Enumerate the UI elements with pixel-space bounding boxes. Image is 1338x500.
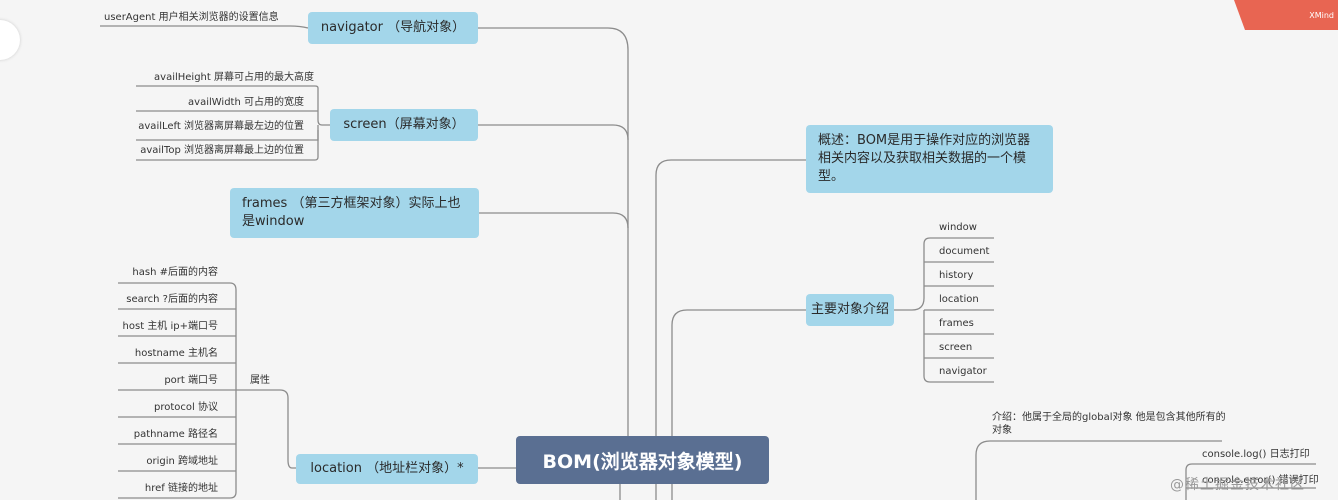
edge-location-attr [236,389,296,469]
location-leaf-port: port 端口号 [164,375,218,386]
main-leaf-window: window [939,222,977,233]
watermark: @稀土掘金技术社区 [1170,477,1305,493]
side-handle[interactable] [0,20,20,60]
location-leaf-pathname: pathname 路径名 [133,429,218,440]
screen-node[interactable]: screen（屏幕对象） [330,109,478,141]
frames-node[interactable]: frames （第三方框架对象）实际上也是window [230,188,479,238]
screen-leaf-availheight: availHeight 屏幕可占用的最大高度 [154,72,314,83]
ribbon-text: XMind [1309,11,1334,20]
location-leaf-hash: hash #后面的内容 [132,267,218,278]
location-leaf-search: search ?后面的内容 [126,294,218,305]
location-leaf-host: host 主机 ip+端口号 [122,321,218,332]
location-node[interactable]: location （地址栏对象）* [296,454,478,484]
location-attr-label: 属性 [250,375,270,386]
window-leaf-error: console.error() 错误打印 [1202,475,1319,486]
main-leaf-history: history [939,270,974,281]
edge-attr-bracket-low [118,390,237,499]
edge-main [671,309,806,500]
screen-leaf-availtop: availTop 浏览器离屏幕最上边的位置 [140,145,304,156]
main-leaf-navigator: navigator [939,366,987,377]
edge-navigator-leaf [100,25,309,29]
location-leaf-origin: origin 跨域地址 [146,456,218,467]
main-leaf-frames: frames [939,318,974,329]
screen-leaf-availwidth: availWidth 可占用的宽度 [188,97,304,108]
edge-frames [478,212,629,229]
edge-trunk-left [478,27,629,440]
window-leaf-log: console.log() 日志打印 [1202,449,1310,460]
overview-node[interactable]: 概述：BOM是用于操作对应的浏览器相关内容以及获取相关数据的一个模型。 [806,125,1053,193]
navigator-leaf-useragent: userAgent 用户相关浏览器的设置信息 [104,12,279,23]
window-intro-text: 介绍：他属于全局的global对象 他是包含其他所有的对象 [992,412,1226,436]
main-objects-node[interactable]: 主要对象介绍 [806,294,894,326]
xmind-ribbon: XMind [1234,0,1338,30]
edge-screen-leaves [136,85,330,126]
edge-main-bracket [894,237,994,311]
main-leaf-location: location [939,294,979,305]
edge-screen-leaf-4 [136,130,319,161]
root-node[interactable]: BOM(浏览器对象模型) [516,436,769,484]
main-leaf-screen: screen [939,342,973,353]
main-leaf-document: document [939,246,990,257]
screen-leaf-availleft: availLeft 浏览器离屏幕最左边的位置 [138,121,304,132]
edge-window-intro [975,440,1222,500]
location-leaf-href: href 链接的地址 [144,483,218,494]
edge-overview [655,159,806,500]
navigator-node[interactable]: navigator （导航对象） [308,12,478,44]
location-leaf-protocol: protocol 协议 [154,402,218,413]
edge-attr-bracket [118,282,237,390]
edge-screen [478,124,629,141]
location-leaf-hostname: hostname 主机名 [134,348,218,359]
